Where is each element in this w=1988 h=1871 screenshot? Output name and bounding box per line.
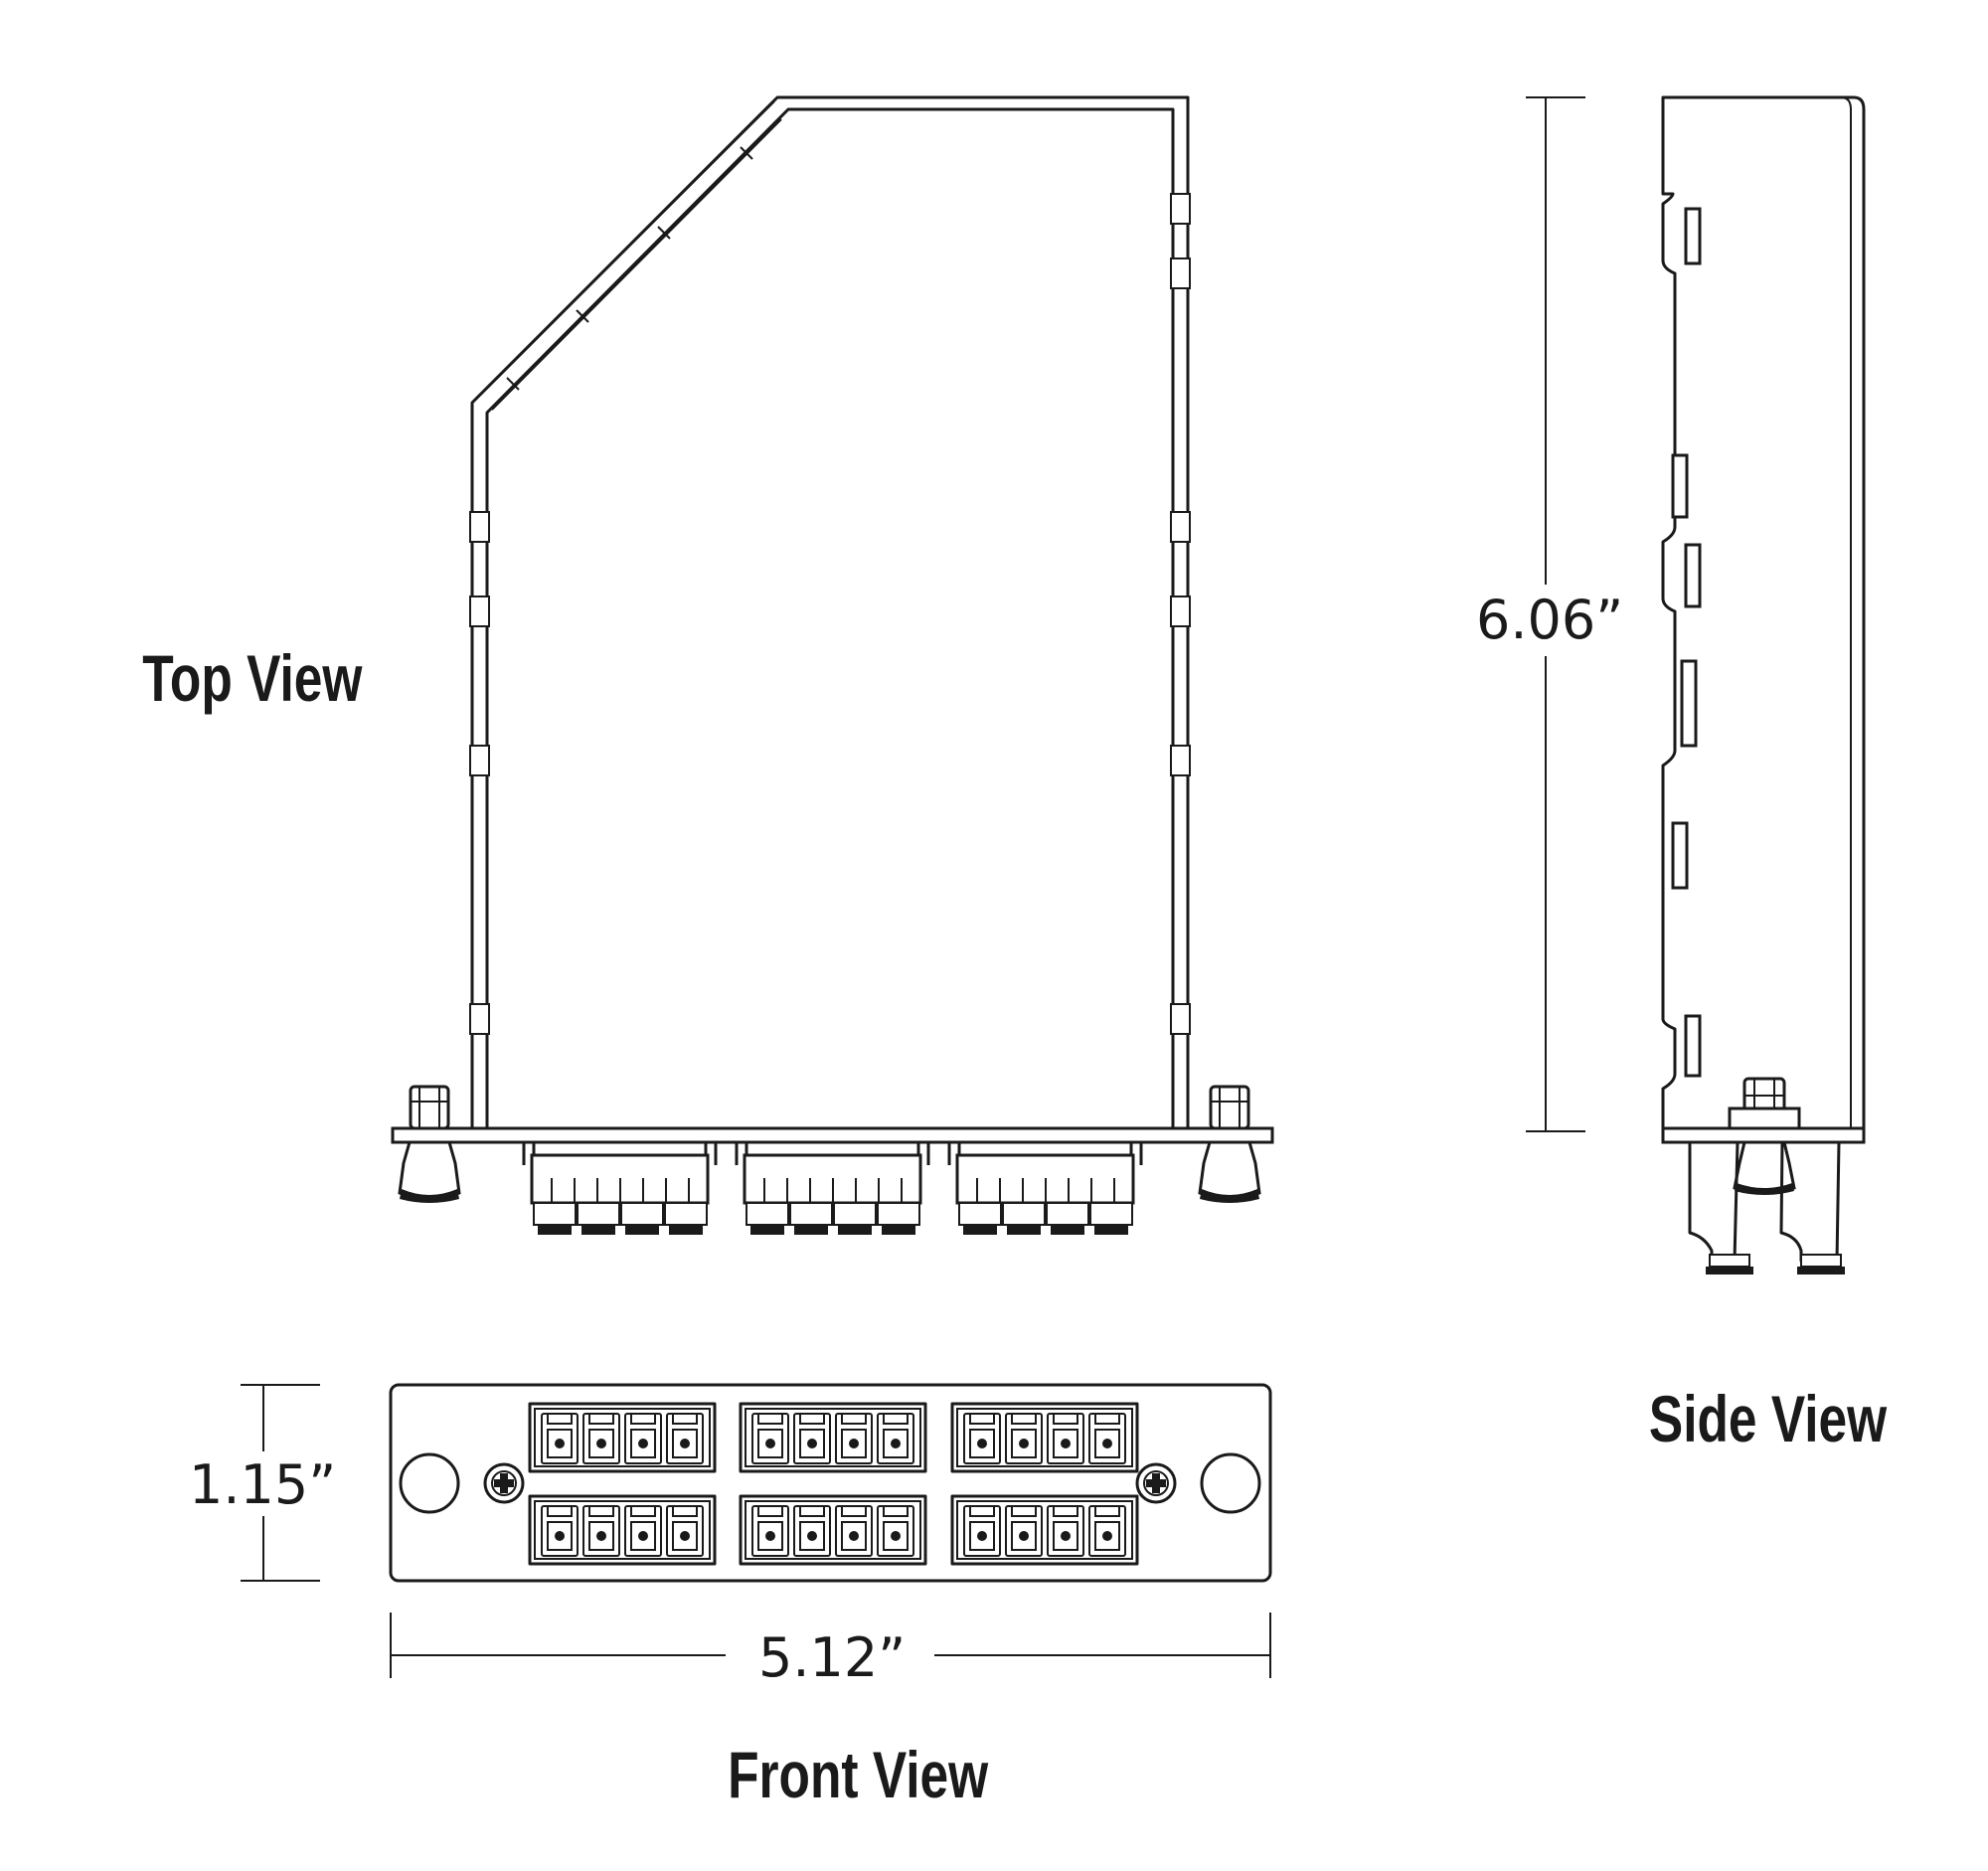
- lc-port: [1047, 1413, 1084, 1464]
- side-view-label: Side View: [1649, 1382, 1888, 1456]
- lc-adapter-blocks: [528, 1402, 1139, 1566]
- lc-port: [1088, 1505, 1126, 1557]
- front-view-drawing: 1.15” 5.12”: [189, 1383, 1272, 1689]
- side-view-drawing: 6.06”: [1476, 95, 1866, 1275]
- left-wall-clips: [469, 511, 490, 1035]
- front-faceplate: [389, 1383, 1272, 1583]
- lc-port: [1047, 1505, 1084, 1557]
- lc-port: [624, 1505, 662, 1557]
- lc-port: [666, 1505, 704, 1557]
- top-view-drawing: [391, 95, 1274, 1235]
- lc-port: [624, 1413, 662, 1464]
- lc-port: [751, 1413, 789, 1464]
- height-dimension-value: 1.15”: [189, 1453, 336, 1516]
- lc-port: [793, 1413, 831, 1464]
- side-view-adapters: [1688, 1141, 1845, 1275]
- lc-port: [1005, 1505, 1043, 1557]
- adapter-housing-1: [522, 1142, 718, 1235]
- lc-port: [835, 1413, 873, 1464]
- lc-port: [582, 1413, 620, 1464]
- top-view-label: Top View: [142, 641, 363, 716]
- lc-port: [541, 1505, 579, 1557]
- top-view-slant-rail: [476, 100, 782, 411]
- lc-port: [541, 1413, 579, 1464]
- lc-port: [582, 1505, 620, 1557]
- width-dimension-value: 5.12”: [758, 1626, 906, 1689]
- lc-quad-adapter: [739, 1494, 927, 1566]
- top-view-faceplate: [391, 1126, 1274, 1144]
- left-screw-icon: [483, 1462, 525, 1504]
- side-view-inner-edge: [1840, 96, 1852, 1128]
- adapter-housing-2: [735, 1142, 930, 1235]
- lc-port: [751, 1505, 789, 1557]
- height-dimension-line: [241, 1384, 320, 1582]
- front-view-label: Front View: [728, 1738, 989, 1812]
- right-mounting-hole: [1200, 1452, 1261, 1514]
- lc-port: [1005, 1413, 1043, 1464]
- lc-quad-adapter: [528, 1494, 717, 1566]
- lc-port: [877, 1413, 914, 1464]
- adapter-housing-3: [947, 1142, 1143, 1235]
- left-mounting-hole: [399, 1452, 460, 1514]
- depth-dimension-line: [1526, 96, 1585, 1132]
- slant-tabs: [506, 146, 753, 391]
- right-screw-icon: [1135, 1462, 1177, 1504]
- right-thumbscrew: [1198, 1085, 1261, 1203]
- side-thumbscrew: [1728, 1077, 1801, 1195]
- lc-port: [963, 1413, 1001, 1464]
- lc-port: [793, 1505, 831, 1557]
- lc-port: [1088, 1413, 1126, 1464]
- lc-quad-adapter: [950, 1402, 1139, 1473]
- top-view-outline: [470, 95, 1190, 1128]
- lc-port: [963, 1505, 1001, 1557]
- lc-quad-adapter: [739, 1402, 927, 1473]
- lc-port: [666, 1413, 704, 1464]
- side-view-faceplate: [1661, 1126, 1866, 1144]
- side-view-clips: [1671, 207, 1702, 1078]
- lc-port: [877, 1505, 914, 1557]
- width-dimension-line: [390, 1613, 1271, 1678]
- depth-dimension-value: 6.06”: [1476, 589, 1623, 651]
- lc-quad-adapter: [528, 1402, 717, 1473]
- side-view-body: [1661, 95, 1866, 1130]
- right-wall-clips: [1170, 193, 1191, 1035]
- left-thumbscrew: [398, 1085, 461, 1203]
- lc-quad-adapter: [950, 1494, 1139, 1566]
- lc-port: [835, 1505, 873, 1557]
- top-view-inner-wall: [485, 107, 1175, 1128]
